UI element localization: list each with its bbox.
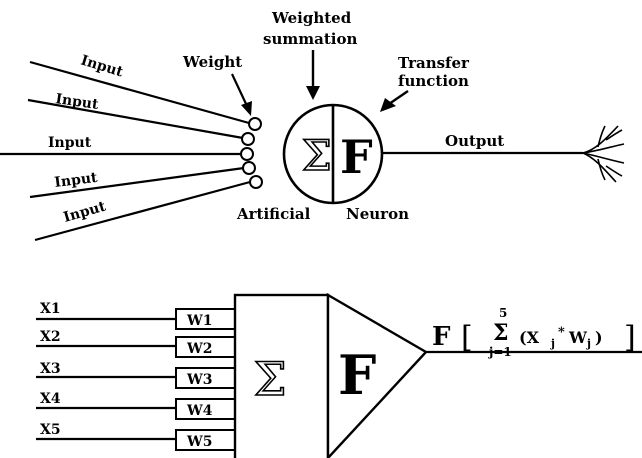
weighted-summation-label-line1: Weighted	[271, 9, 352, 27]
bottom-neuron-diagram: X1 X2 X3 X4 X5 W1 W2 W3 W4 W5 Σ F F [ 5 …	[36, 292, 642, 458]
weight-circle-3	[240, 147, 254, 161]
transfer-function-label-line2: function	[398, 72, 469, 90]
weight-box-label-2: W2	[186, 341, 212, 357]
neuron-sigma-symbol: Σ	[302, 131, 332, 180]
input-label-4: Input	[54, 170, 99, 191]
formula-w: W	[568, 328, 588, 347]
input-label-3: Input	[48, 135, 92, 151]
formula-star: *	[558, 325, 565, 340]
weight-circle-2	[241, 132, 255, 146]
transfer-function-symbol: F	[338, 343, 376, 407]
weighted-summation-label-line2: summation	[263, 30, 357, 48]
x-label-3: X3	[40, 361, 61, 377]
neuron-caption-neuron: Neuron	[346, 205, 409, 223]
weight-circle-1	[248, 117, 262, 131]
formula-sigma: Σ	[493, 320, 509, 346]
transfer-arrow-head	[380, 98, 396, 112]
weight-circle-4	[242, 161, 256, 175]
transfer-arrow-shaft	[388, 90, 409, 105]
formula-term-open: (X	[519, 328, 540, 347]
formula-f: F	[432, 322, 451, 352]
summation-arrow-head	[306, 86, 320, 100]
input-line-1	[29, 60, 250, 125]
x-label-1: X1	[40, 301, 61, 317]
formula-close-bracket: ]	[624, 320, 636, 355]
x-label-5: X5	[40, 422, 61, 438]
input-line-4	[29, 166, 245, 199]
formula-subscript-j2: j	[586, 337, 591, 350]
weight-box-label-3: W3	[186, 372, 212, 388]
weight-label: Weight	[182, 53, 242, 71]
transfer-function-triangle	[326, 292, 428, 458]
output-formula: F [ 5 Σ j=1 (X j * W j ) ]	[432, 306, 636, 359]
summation-sigma-symbol: Σ	[254, 352, 287, 406]
transfer-function-label-line1: Transfer	[398, 54, 470, 72]
input-line-2	[27, 98, 244, 140]
x-label-2: X2	[40, 329, 61, 345]
formula-upper-limit: 5	[499, 306, 507, 320]
neuron-caption-artificial: Artificial	[236, 205, 311, 223]
weight-box-label-5: W5	[186, 434, 212, 450]
neuron-function-symbol: F	[340, 130, 373, 184]
input-label-1: Input	[79, 53, 125, 81]
formula-lower-limit: j=1	[488, 345, 512, 359]
weight-box-label-4: W4	[186, 403, 213, 419]
x-label-4: X4	[40, 391, 61, 407]
formula-subscript-j1: j	[550, 337, 555, 350]
axon-terminal-branches	[582, 125, 625, 183]
weight-arrow-shaft	[231, 73, 248, 107]
formula-term-close: )	[595, 328, 603, 347]
weight-circle-5	[249, 175, 263, 189]
weight-arrow-head	[241, 101, 252, 116]
formula-open-bracket: [	[461, 320, 473, 355]
summation-box	[233, 293, 330, 458]
weight-box-label-1: W1	[186, 313, 212, 329]
input-label-2: Input	[54, 91, 99, 113]
input-line-5	[34, 180, 251, 242]
top-neuron-diagram: Input Input Input Input Input Weight Σ F…	[0, 9, 625, 242]
output-label: Output	[445, 132, 504, 150]
